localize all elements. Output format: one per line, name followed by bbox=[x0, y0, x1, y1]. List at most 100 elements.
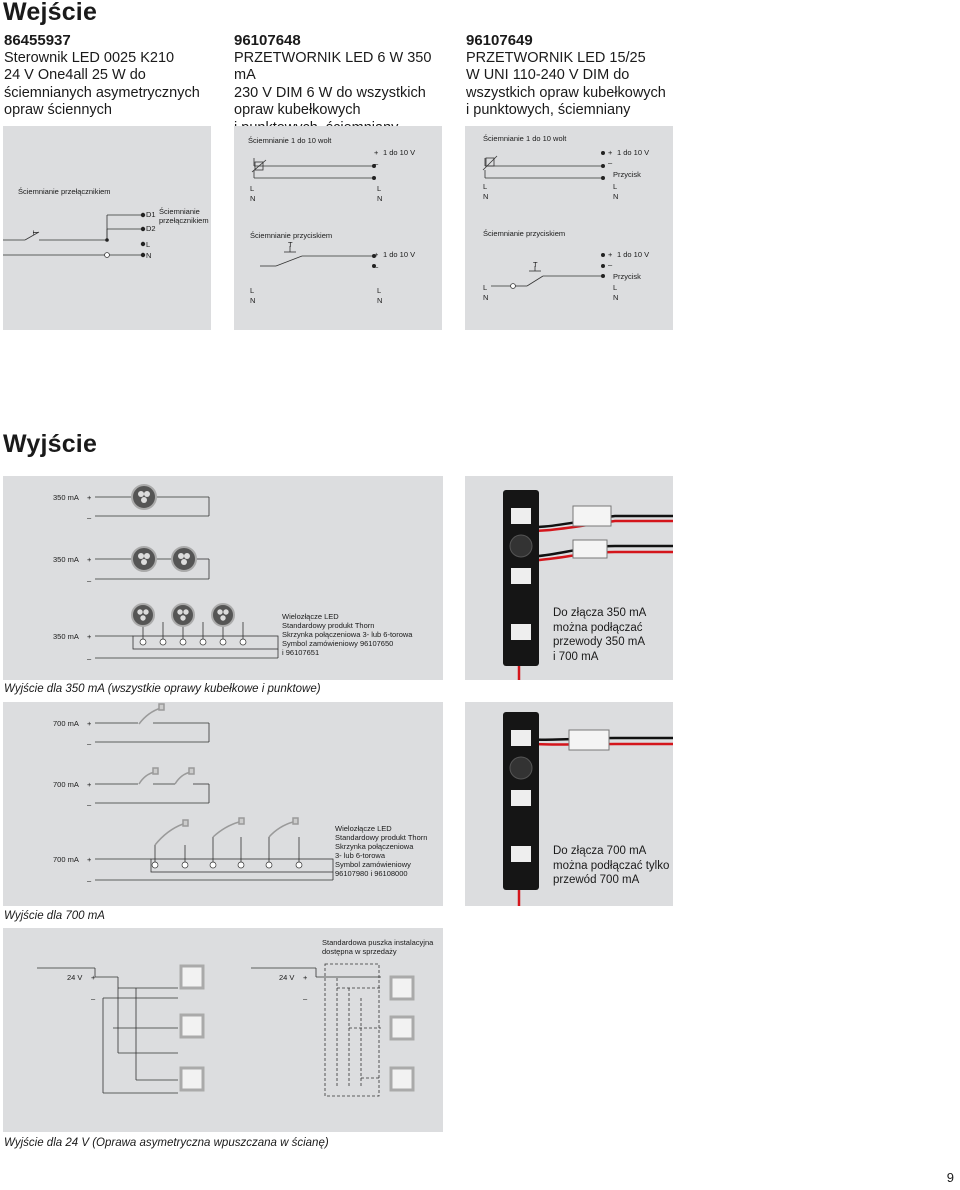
minus-sign: – bbox=[608, 158, 613, 167]
output-350ma-diagram: 350 mA + – 350 mA + – 350 mA + – Wielozł… bbox=[3, 476, 443, 680]
plus-sign: + bbox=[87, 780, 92, 789]
wiring-lines bbox=[3, 212, 146, 258]
minus-sign: – bbox=[374, 262, 379, 271]
terminal-l: L bbox=[483, 283, 488, 292]
product-desc-line: 230 V DIM 6 W do wszystkich bbox=[234, 84, 426, 101]
plus-sign: + bbox=[91, 973, 96, 982]
product-number: 86455937 bbox=[4, 32, 71, 49]
connector-device-image bbox=[503, 712, 673, 906]
terminal-n: N bbox=[377, 296, 383, 305]
plus-sign: + bbox=[87, 555, 92, 564]
downlight-icon bbox=[131, 484, 235, 627]
wiring-diagram-switch-dimming: Ściemnianie przełącznikiem T D1 D2 Ściem… bbox=[3, 126, 211, 330]
terminal-l: L bbox=[250, 184, 255, 193]
wiring-diagram-1-10v-push: Ściemnianie 1 do 10 wolt + 1 do 10 V – L… bbox=[234, 126, 442, 330]
plus-sign: + bbox=[374, 250, 379, 259]
plus-sign: + bbox=[87, 855, 92, 864]
terminal-d2: D2 bbox=[146, 224, 156, 233]
range-label: 1 do 10 V bbox=[383, 148, 416, 157]
push-t-label: T bbox=[288, 240, 293, 249]
terminal-n: N bbox=[377, 194, 383, 203]
minus-sign: – bbox=[87, 876, 92, 885]
product-desc-line: opraw kubełkowych bbox=[234, 102, 361, 118]
plus-sign: + bbox=[87, 632, 92, 641]
diagram-title: Ściemnianie 1 do 10 wolt bbox=[483, 134, 567, 143]
terminal-l: L bbox=[377, 286, 382, 295]
diagram-title: Ściemnianie przełącznikiem bbox=[18, 187, 111, 196]
push-title: Ściemnianie przyciskiem bbox=[483, 229, 566, 238]
terminal-l: L bbox=[146, 240, 151, 249]
product-column-3: 96107649 PRZETWORNIK LED 15/25 W UNI 110… bbox=[466, 32, 681, 120]
current-label: 700 mA bbox=[53, 780, 79, 789]
terminal-l: L bbox=[250, 286, 255, 295]
range-label: 1 do 10 V bbox=[383, 250, 416, 259]
side-label: Ściemnianie przełącznikiem bbox=[159, 207, 209, 225]
product-number: 96107649 bbox=[466, 32, 533, 49]
product-desc-line: Sterownik LED 0025 K210 bbox=[4, 49, 175, 66]
terminal-l: L bbox=[377, 184, 382, 193]
plus-sign: + bbox=[87, 719, 92, 728]
product-desc-line: PRZETWORNIK LED 15/25 bbox=[466, 49, 646, 66]
wall-light-icon bbox=[179, 964, 415, 1092]
minus-sign: – bbox=[87, 800, 92, 809]
terminal-n: N bbox=[250, 194, 256, 203]
wiring-lines bbox=[482, 151, 605, 289]
wiring-lines bbox=[95, 703, 334, 881]
button-label: Przycisk bbox=[613, 272, 641, 281]
minus-sign: – bbox=[303, 994, 308, 1003]
current-label: 350 mA bbox=[53, 555, 79, 564]
voltage-label: 24 V bbox=[67, 973, 83, 982]
product-desc-line: opraw ściennych bbox=[4, 102, 112, 118]
minus-sign: – bbox=[87, 739, 92, 748]
terminal-n: N bbox=[250, 296, 256, 305]
terminal-l: L bbox=[613, 283, 618, 292]
output-section-title: Wyjście bbox=[3, 430, 98, 458]
product-desc-line: W UNI 110-240 V DIM do bbox=[466, 67, 630, 83]
caption-24v: Wyjście dla 24 V (Oprawa asymetryczna wp… bbox=[4, 1137, 329, 1149]
current-label: 350 mA bbox=[53, 632, 79, 641]
range-label: 1 do 10 V bbox=[617, 148, 650, 157]
current-label: 350 mA bbox=[53, 493, 79, 502]
product-desc-line: i punktowych, ściemniany bbox=[466, 102, 631, 118]
range-label: 1 do 10 V bbox=[617, 250, 650, 259]
plus-sign: + bbox=[608, 250, 613, 259]
product-desc-line: ściemnianych asymetrycznych bbox=[4, 84, 200, 101]
connector-device-image bbox=[503, 490, 673, 680]
input-section-title: Wejście bbox=[3, 0, 98, 26]
caption-700ma: Wyjście dla 700 mA bbox=[4, 910, 105, 922]
minus-sign: – bbox=[91, 994, 96, 1003]
push-t-label: T bbox=[533, 260, 538, 269]
wiring-lines bbox=[251, 158, 376, 268]
terminal-l: L bbox=[483, 182, 488, 191]
current-label: 700 mA bbox=[53, 719, 79, 728]
product-desc-line: 24 V One4all 25 W do bbox=[4, 67, 146, 83]
terminal-n: N bbox=[146, 251, 152, 260]
minus-sign: – bbox=[608, 260, 613, 269]
minus-sign: – bbox=[87, 513, 92, 522]
terminal-d1: D1 bbox=[146, 210, 156, 219]
wiring-lines bbox=[95, 484, 279, 659]
terminal-n: N bbox=[613, 293, 619, 302]
diagram-title: Ściemnianie 1 do 10 wolt bbox=[248, 136, 332, 145]
product-number: 96107648 bbox=[234, 32, 301, 49]
plus-sign: + bbox=[303, 973, 308, 982]
terminal-n: N bbox=[613, 192, 619, 201]
output-24v-diagram: 24 V + – 24 V + – Standardowa puszka ins… bbox=[3, 928, 443, 1132]
page-number: 9 bbox=[946, 1170, 954, 1185]
minus-sign: – bbox=[87, 576, 92, 585]
wiring-diagram-uni-1-10v-push: Ściemnianie 1 do 10 wolt + 1 do 10 V – P… bbox=[465, 126, 673, 330]
current-label: 700 mA bbox=[53, 855, 79, 864]
terminal-n: N bbox=[483, 192, 489, 201]
terminal-l: L bbox=[613, 182, 618, 191]
minus-sign: – bbox=[374, 159, 379, 168]
switch-label: T bbox=[30, 230, 40, 235]
caption-350ma: Wyjście dla 350 mA (wszystkie oprawy kub… bbox=[4, 683, 321, 695]
voltage-label: 24 V bbox=[279, 973, 295, 982]
